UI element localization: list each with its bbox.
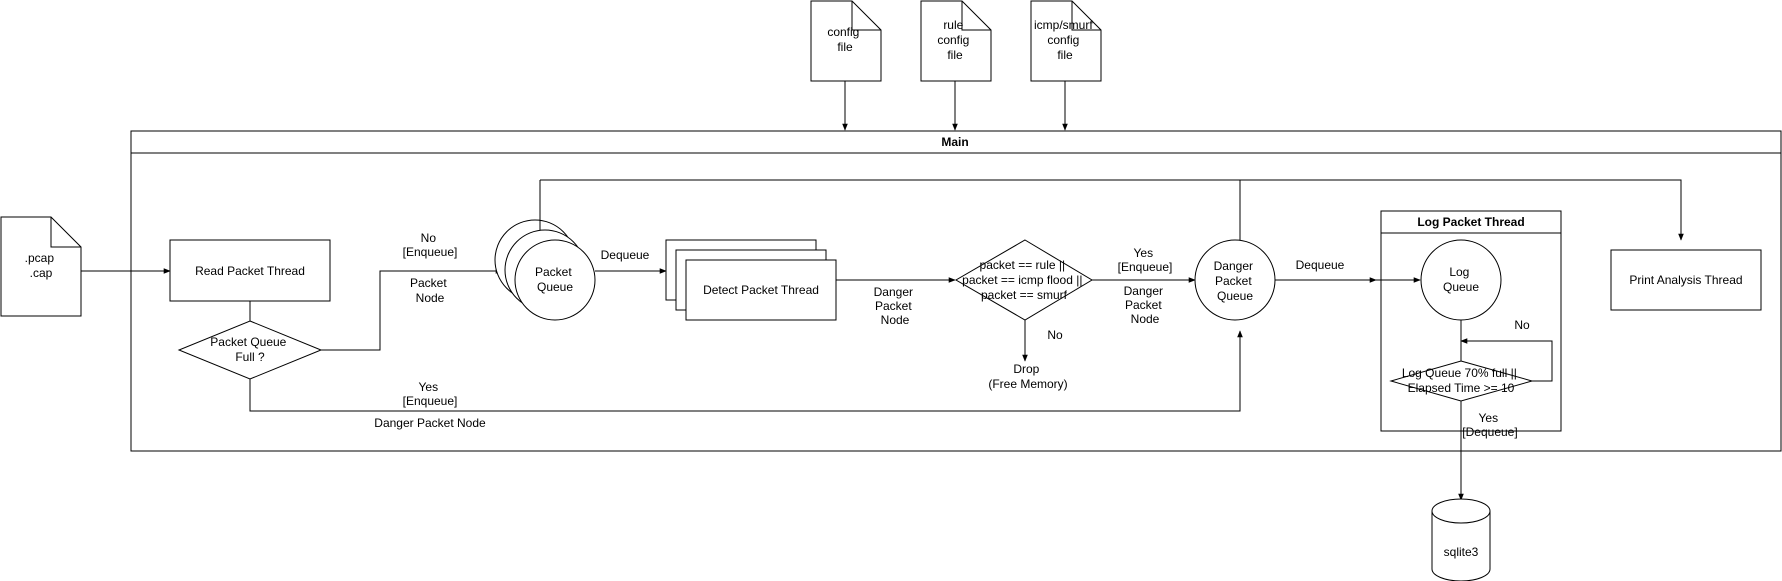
drop-label: Drop (Free Memory) (988, 362, 1067, 391)
config-file-label: config file (827, 25, 862, 54)
no-enqueue-label: No [Enqueue] (403, 231, 458, 259)
danger-to-print-arrow (1239, 179, 1684, 241)
packet-queue: Packet Queue (494, 219, 596, 321)
print-analysis-thread: Print Analysis Thread (1610, 249, 1762, 311)
pcap-file: .pcap .cap (0, 216, 82, 317)
danger-packet-node-right-label: Danger Packet Node (1124, 284, 1167, 326)
read-packet-thread-label: Read Packet Thread (195, 264, 305, 278)
danger-packet-node-mid-label: Danger Packet Node (874, 285, 917, 327)
rule-config-file: rule config file (920, 0, 992, 82)
sqlite3-database: sqlite3 (1431, 498, 1491, 581)
yes-enqueue-right-label: Yes [Enqueue] (1118, 246, 1173, 274)
dequeue-label-1: Dequeue (601, 248, 650, 262)
danger-packet-node-bottom-label: Danger Packet Node (374, 416, 486, 430)
detect-packet-thread-label: Detect Packet Thread (703, 283, 819, 297)
log-decision: Log Queue 70% full || Elapsed Time >= 10 (1389, 360, 1534, 402)
rule-config-file-label: rule config file (937, 18, 972, 62)
queue-full-decision-label: Packet Queue Full ? (210, 335, 289, 364)
read-packet-thread: Read Packet Thread (169, 239, 331, 302)
yes-dequeue-label: Yes [Dequeue] (1462, 411, 1517, 439)
danger-packet-queue-label: Danger Packet Queue (1214, 259, 1257, 303)
packet-queue-label: Packet Queue (535, 265, 575, 294)
icmp-smurf-config-file-label: icmp/smurf config file (1034, 18, 1096, 62)
pcap-file-label: .pcap .cap (25, 251, 58, 280)
rule-decision: packet == rule || packet == icmp flood |… (955, 239, 1093, 321)
detect-packet-thread: Detect Packet Thread (665, 239, 837, 321)
config-file: config file (810, 0, 882, 82)
no-loop-arrow (1460, 338, 1553, 382)
no-enqueue-arrow (321, 268, 503, 351)
log-queue-label: Log Queue (1443, 265, 1479, 294)
icmp-smurf-config-file: icmp/smurf config file (1030, 0, 1102, 82)
log-packet-thread-title: Log Packet Thread (1417, 215, 1524, 229)
no-drop-label: No (1047, 328, 1063, 342)
sqlite3-label: sqlite3 (1444, 545, 1479, 559)
log-decision-label: Log Queue 70% full || Elapsed Time >= 10 (1402, 366, 1520, 395)
no-loop-label: No (1514, 318, 1530, 332)
packet-node-label: Packet Node (410, 276, 450, 305)
queue-full-decision: Packet Queue Full ? (177, 320, 323, 380)
main-title: Main (941, 135, 968, 149)
log-queue: Log Queue (1420, 239, 1502, 321)
print-analysis-thread-label: Print Analysis Thread (1629, 273, 1742, 287)
rule-decision-label: packet == rule || packet == icmp flood |… (962, 258, 1086, 302)
dequeue-label-2: Dequeue (1296, 258, 1345, 272)
yes-enqueue-bottom-label: Yes [Enqueue] (403, 380, 458, 408)
danger-packet-queue: Danger Packet Queue (1194, 239, 1276, 321)
yes-enqueue-arrow (249, 330, 1243, 412)
